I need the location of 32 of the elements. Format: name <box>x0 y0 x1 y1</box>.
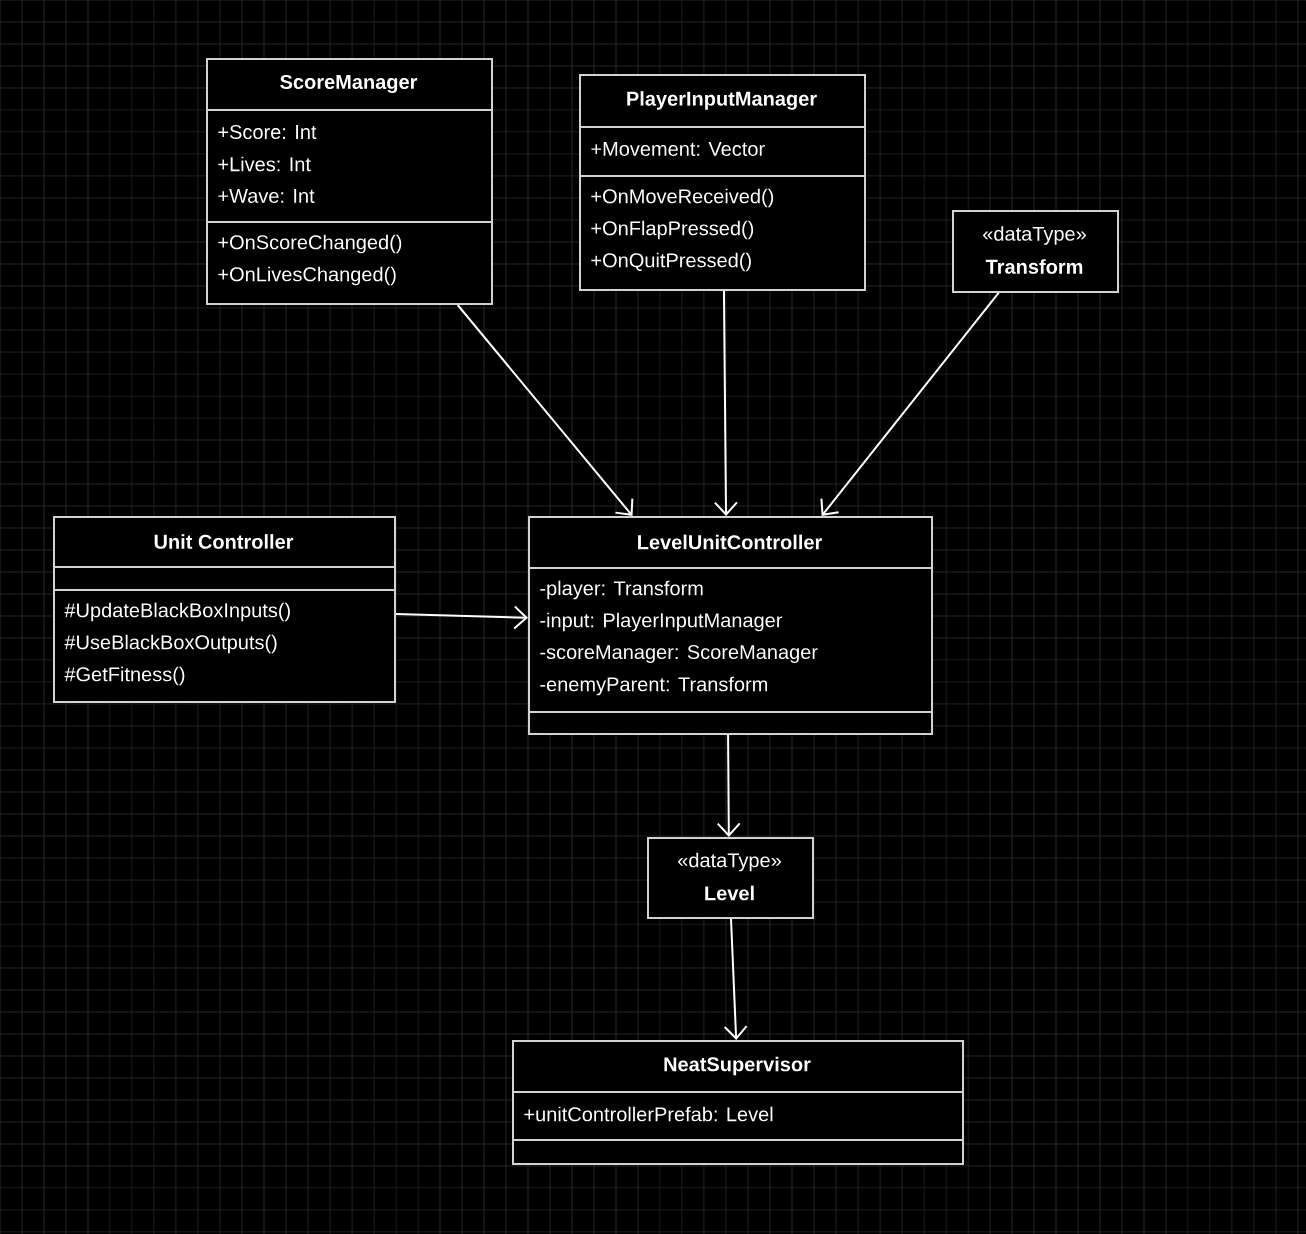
arrow <box>820 292 1000 516</box>
class-name: PlayerInputManager <box>627 91 817 110</box>
member-text: -player: Transform <box>540 580 703 600</box>
member-text: -enemyParent: Transform <box>540 676 768 696</box>
member-text: +Lives: Int <box>218 156 311 172</box>
stereotype-text: Transform <box>985 259 1083 274</box>
class-name: LevelUnitController <box>638 534 822 550</box>
member-text: -scoreManager: ScoreManager <box>540 644 818 664</box>
member-text: +OnFlapPressed() <box>591 220 754 240</box>
arrow <box>716 734 741 837</box>
member-text: +Movement: Vector <box>591 142 765 156</box>
member-text: +Wave: Int <box>218 189 315 203</box>
class-name: ScoreManager <box>280 74 418 94</box>
member-text: #GetFitness() <box>64 666 185 686</box>
member-text: +OnScoreChanged() <box>218 234 402 254</box>
member-text: -input: PlayerInputManager <box>540 612 783 632</box>
arrow <box>723 918 748 1040</box>
arrow <box>456 304 634 516</box>
arrow <box>713 290 738 516</box>
class-name: Unit Controller <box>154 534 294 549</box>
member-text: #UseBlackBoxOutputs() <box>64 634 277 654</box>
member-text: +OnMoveReceived() <box>591 188 774 208</box>
member-text: #UpdateBlackBoxInputs() <box>64 602 290 622</box>
member-text: +OnQuitPressed() <box>591 252 751 272</box>
class-name: NeatSupervisor <box>664 1056 811 1076</box>
stereotype-text: Level <box>705 885 754 901</box>
stereotype-text: «dataType» <box>983 226 1086 245</box>
arrow <box>395 605 528 630</box>
member-text: +Score: Int <box>218 124 317 140</box>
stereotype-text: «dataType» <box>678 852 781 872</box>
member-text: +unitControllerPrefab: Level <box>524 1106 773 1122</box>
member-text: +OnLivesChanged() <box>218 266 396 286</box>
